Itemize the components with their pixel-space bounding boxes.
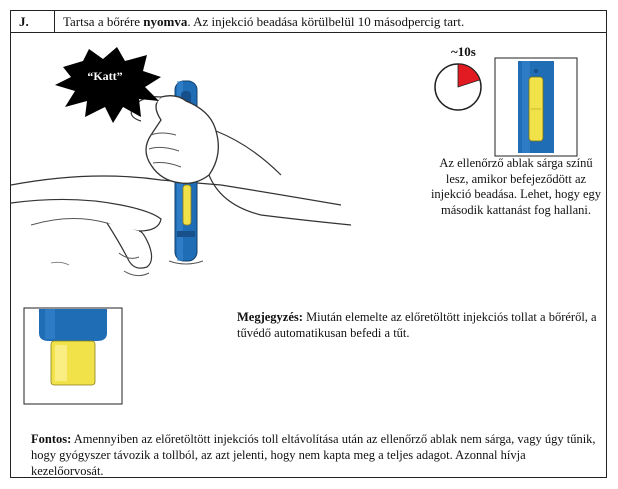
timer-label: ~10s: [451, 44, 476, 59]
injection-illustration: [11, 80, 352, 277]
needle-shield-icon: [23, 307, 123, 405]
check-window-description: Az ellenőrző ablak sárga színű lesz, ami…: [430, 156, 602, 217]
timer-icon: [434, 63, 482, 111]
note-paragraph: Megjegyzés: Miután elemelte az előretölt…: [237, 310, 597, 340]
step-header: J. Tartsa a bőrére nyomva. Az injekció b…: [11, 11, 606, 33]
pen-window-icon: [494, 57, 578, 157]
click-burst-icon: [55, 47, 161, 123]
step-instruction: Tartsa a bőrére nyomva. Az injekció bead…: [63, 14, 465, 29]
step-letter: J.: [11, 11, 55, 32]
instruction-panel: J. Tartsa a bőrére nyomva. Az injekció b…: [10, 10, 607, 478]
click-sound-label: “Katt”: [87, 69, 123, 83]
important-paragraph: Fontos: Amennyiben az előretöltött injek…: [31, 432, 596, 478]
